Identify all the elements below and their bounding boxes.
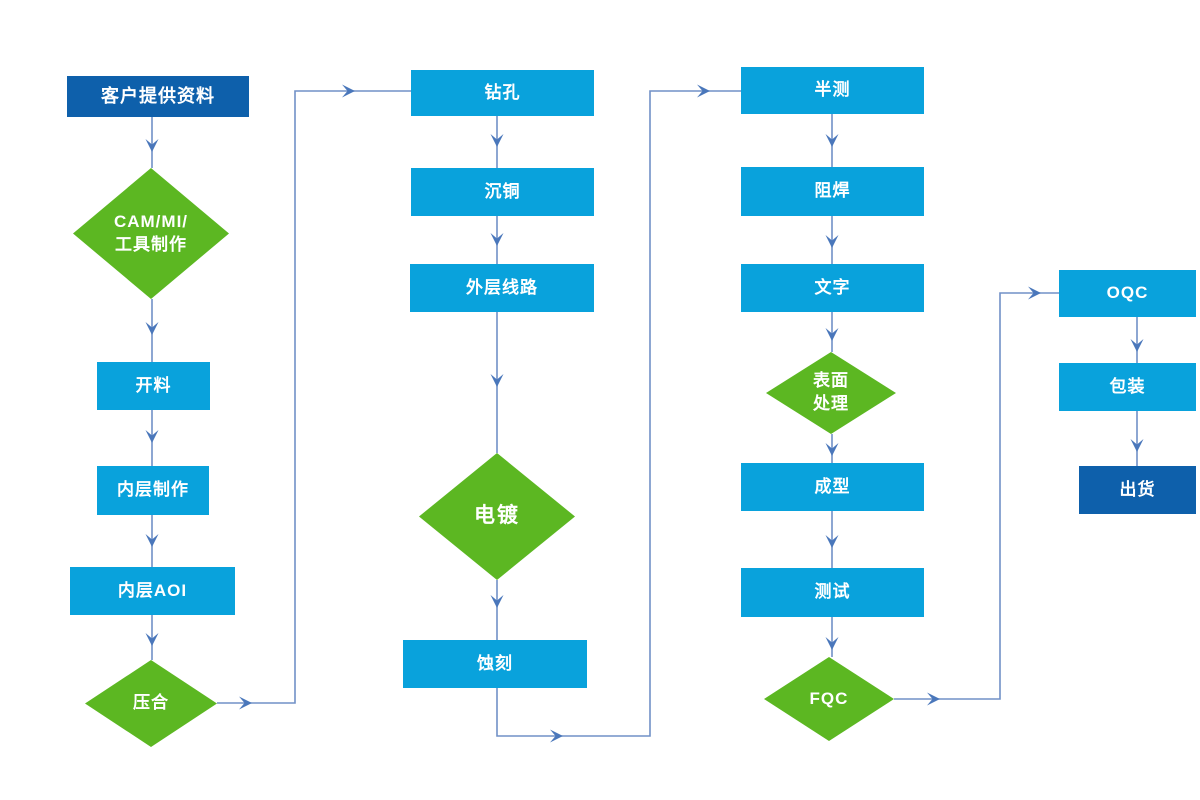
arrow-right-icon [927,692,940,706]
node-label: 包装 [1109,376,1146,396]
node-silkscreen: 文字 [741,264,924,312]
arrow-down-icon [490,233,504,246]
node-solder-mask: 阻焊 [741,167,924,216]
node-label: 工具制作 [115,234,187,254]
node-inner-layer: 内层制作 [97,466,209,515]
node-label: 处理 [813,394,849,413]
arrow-down-icon [490,134,504,147]
node-oqc: OQC [1059,270,1196,317]
node-fqc: FQC [764,657,894,741]
node-cam-tooling: CAM/MI/ 工具制作 [73,168,229,299]
node-drilling: 钻孔 [411,70,594,116]
arrow-down-icon [1130,339,1144,352]
node-label: 钻孔 [484,82,521,102]
arrow-down-icon [490,374,504,387]
node-label: OQC [1106,283,1149,303]
connector-lines [151,90,1138,737]
node-label: 成型 [814,476,851,496]
node-label: 文字 [814,277,851,297]
arrow-right-icon [239,696,252,710]
node-copper-deposition: 沉铜 [411,168,594,216]
node-label: 内层AOI [117,580,188,600]
node-etching: 蚀刻 [403,640,587,688]
arrow-down-icon [825,443,839,456]
arrow-down-icon [490,595,504,608]
arrow-right-icon [342,84,355,98]
arrow-down-icon [1130,439,1144,452]
node-label: 出货 [1119,479,1156,499]
arrow-down-icon [825,235,839,248]
arrow-down-icon [825,134,839,147]
arrow-right-icon [1028,286,1041,300]
arrow-down-icon [145,430,159,443]
node-half-test: 半测 [741,67,924,114]
node-label: 蚀刻 [477,653,513,673]
node-label: 测试 [814,582,851,602]
arrow-down-icon [145,633,159,646]
node-label: CAM/MI/ [113,211,189,231]
arrow-down-icon [825,637,839,650]
node-label: 内层制作 [117,480,189,500]
node-plating: 电镀 [419,453,575,580]
node-forming: 成型 [741,463,924,511]
arrow-down-icon [825,535,839,548]
arrow-down-icon [145,322,159,335]
node-label: 沉铜 [484,181,521,201]
node-lamination: 压合 [85,660,217,747]
node-label: 开料 [135,375,172,395]
node-label: 半测 [814,80,851,100]
arrow-right-icon [697,84,710,98]
node-cutting: 开料 [97,362,210,410]
node-label: 外层线路 [466,277,538,297]
node-inner-aoi: 内层AOI [70,567,235,615]
arrow-down-icon [145,139,159,152]
node-testing: 测试 [741,568,924,617]
arrowheads [145,84,1144,743]
node-label: 电镀 [474,504,520,528]
arrow-right-icon [550,729,563,743]
node-outer-circuit: 外层线路 [410,264,594,312]
arrow-down-icon [145,534,159,547]
node-packaging: 包装 [1059,363,1196,411]
node-label: 压合 [133,693,169,713]
node-label: FQC [809,688,849,708]
arrow-down-icon [825,328,839,341]
node-customer-data: 客户提供资料 [67,76,249,117]
node-label: 阻焊 [814,181,851,201]
node-label: 客户提供资料 [101,86,215,107]
node-surface-finish: 表面 处理 [766,352,896,434]
node-shipping: 出货 [1079,466,1196,514]
node-label: 表面 [813,371,849,391]
